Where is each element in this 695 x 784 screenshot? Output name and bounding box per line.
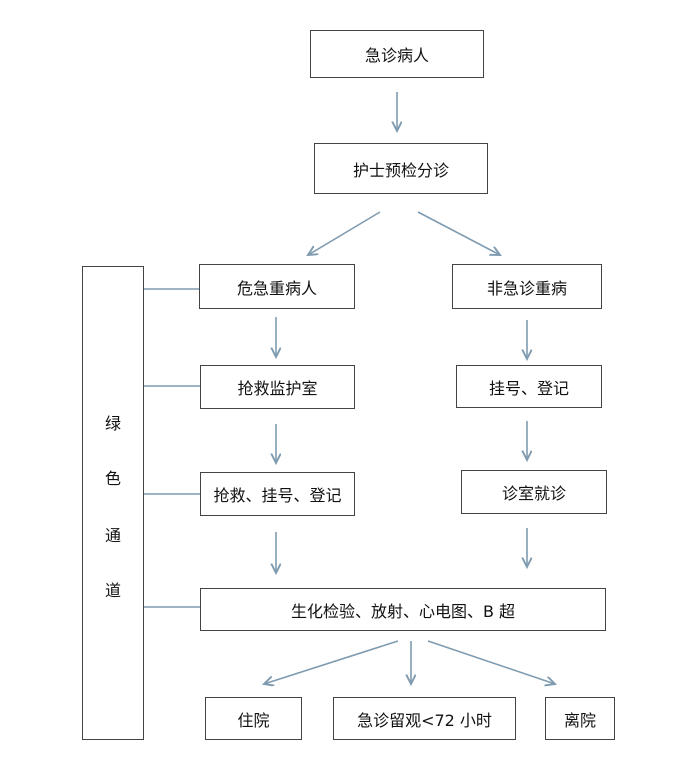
node-non-emergency: 非急诊重病	[452, 264, 602, 309]
node-register: 挂号、登记	[456, 365, 602, 408]
arrow-triage-to-critical	[308, 211, 381, 255]
arrow-tests-to-discharge	[427, 640, 555, 684]
green-channel-char-3: 通	[104, 526, 121, 545]
node-admit: 住院	[205, 697, 302, 740]
green-channel-char-1: 绿	[104, 414, 121, 433]
node-emergency-patient: 急诊病人	[310, 30, 484, 78]
node-nurse-triage: 护士预检分诊	[314, 143, 488, 194]
node-critical-patient: 危急重病人	[199, 264, 355, 309]
arrow-triage-to-nonemergency	[417, 211, 500, 255]
node-resus-room: 抢救监护室	[200, 365, 355, 409]
node-clinic: 诊室就诊	[461, 470, 607, 514]
node-tests: 生化检验、放射、心电图、B 超	[200, 588, 606, 631]
green-channel-char-2: 色	[104, 469, 121, 488]
green-channel-char-4: 道	[104, 581, 121, 600]
green-channel-box: 绿 色 通 道	[82, 266, 144, 740]
node-discharge: 离院	[545, 697, 615, 740]
node-rescue-register: 抢救、挂号、登记	[200, 472, 355, 516]
arrow-tests-to-admit	[264, 640, 399, 684]
node-observe: 急诊留观<72 小时	[333, 697, 516, 740]
